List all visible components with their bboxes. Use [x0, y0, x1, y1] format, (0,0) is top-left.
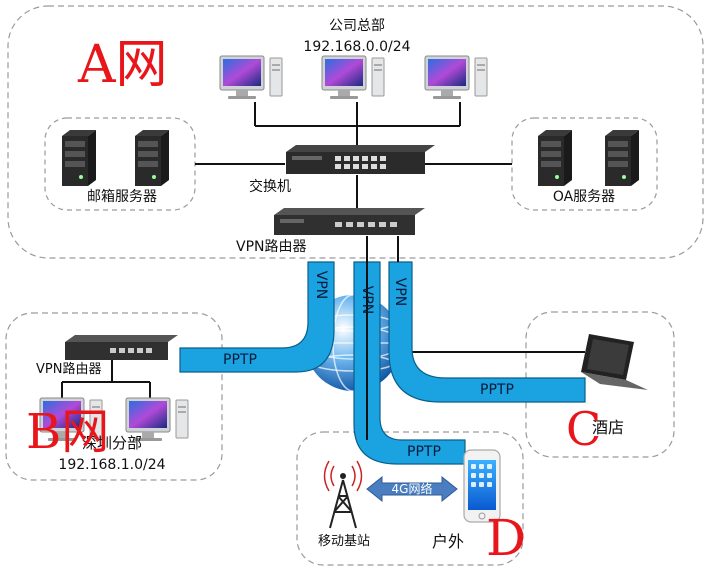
cellular-label: 4G网络: [392, 481, 433, 496]
vpn-label-right: VPN: [392, 278, 408, 307]
cellular-arrow: [366, 475, 458, 503]
branch-router-label: VPN路由器: [36, 361, 101, 377]
branch-router-icon: [65, 335, 178, 360]
hq-router-label: VPN路由器: [236, 239, 307, 255]
zone-label-b: B网: [26, 404, 109, 460]
mail-server-1: [62, 130, 96, 186]
base-station-icon: [323, 460, 363, 529]
hq-router-icon: [274, 208, 425, 235]
zone-branch: [5, 312, 223, 481]
pptp-label-outdoor: PPTP: [407, 444, 441, 460]
mail-server-label: 邮箱服务器: [87, 189, 157, 205]
tunnel-hotel: [388, 261, 586, 403]
hotel-title: 酒店: [592, 418, 624, 437]
zone-label-d: D: [486, 509, 526, 567]
hq-lan-wiring: [195, 102, 512, 212]
zone-hq: [7, 5, 704, 259]
tunnel-branch: [179, 261, 335, 373]
hq-subnet: 192.168.0.0/24: [303, 39, 410, 55]
tunnel-outdoor: [353, 261, 466, 465]
pptp-label-hotel: PPTP: [480, 382, 514, 398]
branch-subnet: 192.168.1.0/24: [58, 457, 165, 473]
branch-title: 深圳分部: [82, 434, 142, 452]
switch-label: 交换机: [249, 178, 291, 195]
outdoor-title: 户外: [432, 532, 464, 551]
zone-outdoor: [296, 431, 524, 566]
hq-pc-2: [321, 55, 385, 100]
switch-icon: [286, 145, 435, 174]
hq-title: 公司总部: [329, 18, 385, 34]
hq-pc-1: [219, 55, 283, 100]
oa-server-2: [605, 130, 639, 186]
zone-label-a: A网: [77, 35, 168, 95]
oa-server-1: [538, 130, 572, 186]
zone-label-c: C: [566, 402, 601, 456]
base-station-label: 移动基站: [318, 534, 370, 549]
mail-server-2: [135, 130, 169, 186]
oa-server-label: OA服务器: [553, 189, 615, 205]
laptop-icon: [581, 334, 648, 390]
smartphone-icon: [463, 449, 501, 523]
pptp-label-branch: PPTP: [223, 352, 257, 368]
hq-pc-3: [424, 55, 488, 100]
branch-lan-wiring: [61, 360, 151, 400]
vpn-label-left: VPN: [313, 271, 329, 300]
vpn-label-center: VPN: [359, 286, 375, 315]
